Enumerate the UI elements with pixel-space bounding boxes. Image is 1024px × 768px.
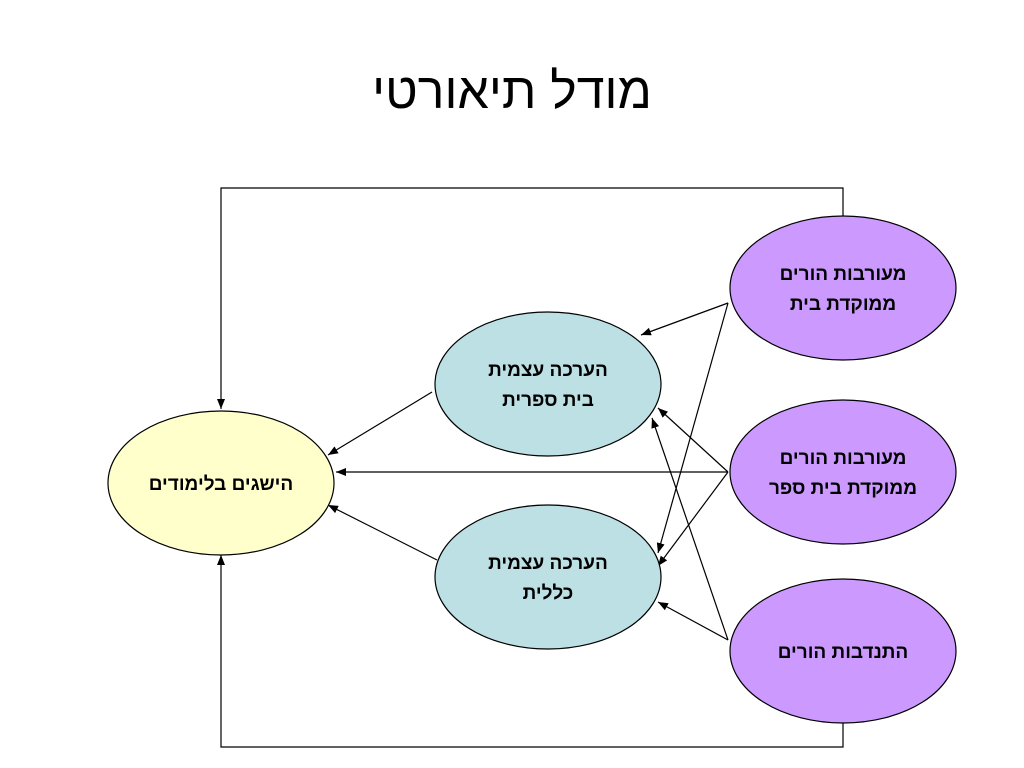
node-label: הישגים בלימודים — [149, 474, 294, 495]
node-label: התנדבות הורים — [778, 642, 909, 663]
node-label: ממוקדת בית — [790, 294, 896, 315]
slide-title: מודל תיאורטי — [372, 63, 652, 119]
arrow-home-involvement-to-school-self-esteem — [640, 302, 729, 336]
node-label: הערכה עצמית — [488, 360, 608, 381]
arrow-school-involvement-to-general-self-esteem — [657, 471, 729, 567]
node-label: מעורבות הורים — [780, 448, 907, 469]
node-label: ממוקדת בית ספר — [769, 478, 917, 499]
arrow-volunteering-to-general-self-esteem — [657, 601, 729, 641]
node-school-involvement: מעורבות הורים ממוקדת בית ספר — [729, 399, 957, 545]
node-ellipse — [729, 215, 957, 361]
arrow-school-involvement-to-school-self-esteem — [657, 407, 729, 473]
node-school-self-esteem: הערכה עצמית בית ספרית — [434, 311, 662, 457]
arrow-volunteering-to-school-self-esteem — [651, 417, 729, 641]
arrow-volunteering-to-achievement — [217, 555, 844, 748]
node-ellipse — [434, 311, 662, 457]
node-label: הערכה עצמית — [488, 553, 608, 574]
node-achievement: הישגים בלימודים — [107, 410, 335, 556]
node-ellipse — [729, 399, 957, 545]
arrow-school-self-esteem-to-achievement — [327, 391, 433, 456]
node-label: בית ספרית — [502, 390, 594, 411]
node-ellipse — [729, 578, 957, 724]
arrow-general-self-esteem-to-achievement — [327, 504, 438, 561]
node-general-self-esteem: הערכה עצמית כללית — [434, 504, 662, 650]
node-ellipse — [107, 410, 335, 556]
node-label: מעורבות הורים — [780, 264, 907, 285]
node-ellipse — [434, 504, 662, 650]
node-home-involvement: מעורבות הורים ממוקדת בית — [729, 215, 957, 361]
arrow-home-involvement-to-general-self-esteem — [656, 302, 729, 554]
node-volunteering: התנדבות הורים — [729, 578, 957, 724]
node-label: כללית — [523, 583, 574, 604]
arrow-home-involvement-to-achievement — [217, 187, 844, 409]
